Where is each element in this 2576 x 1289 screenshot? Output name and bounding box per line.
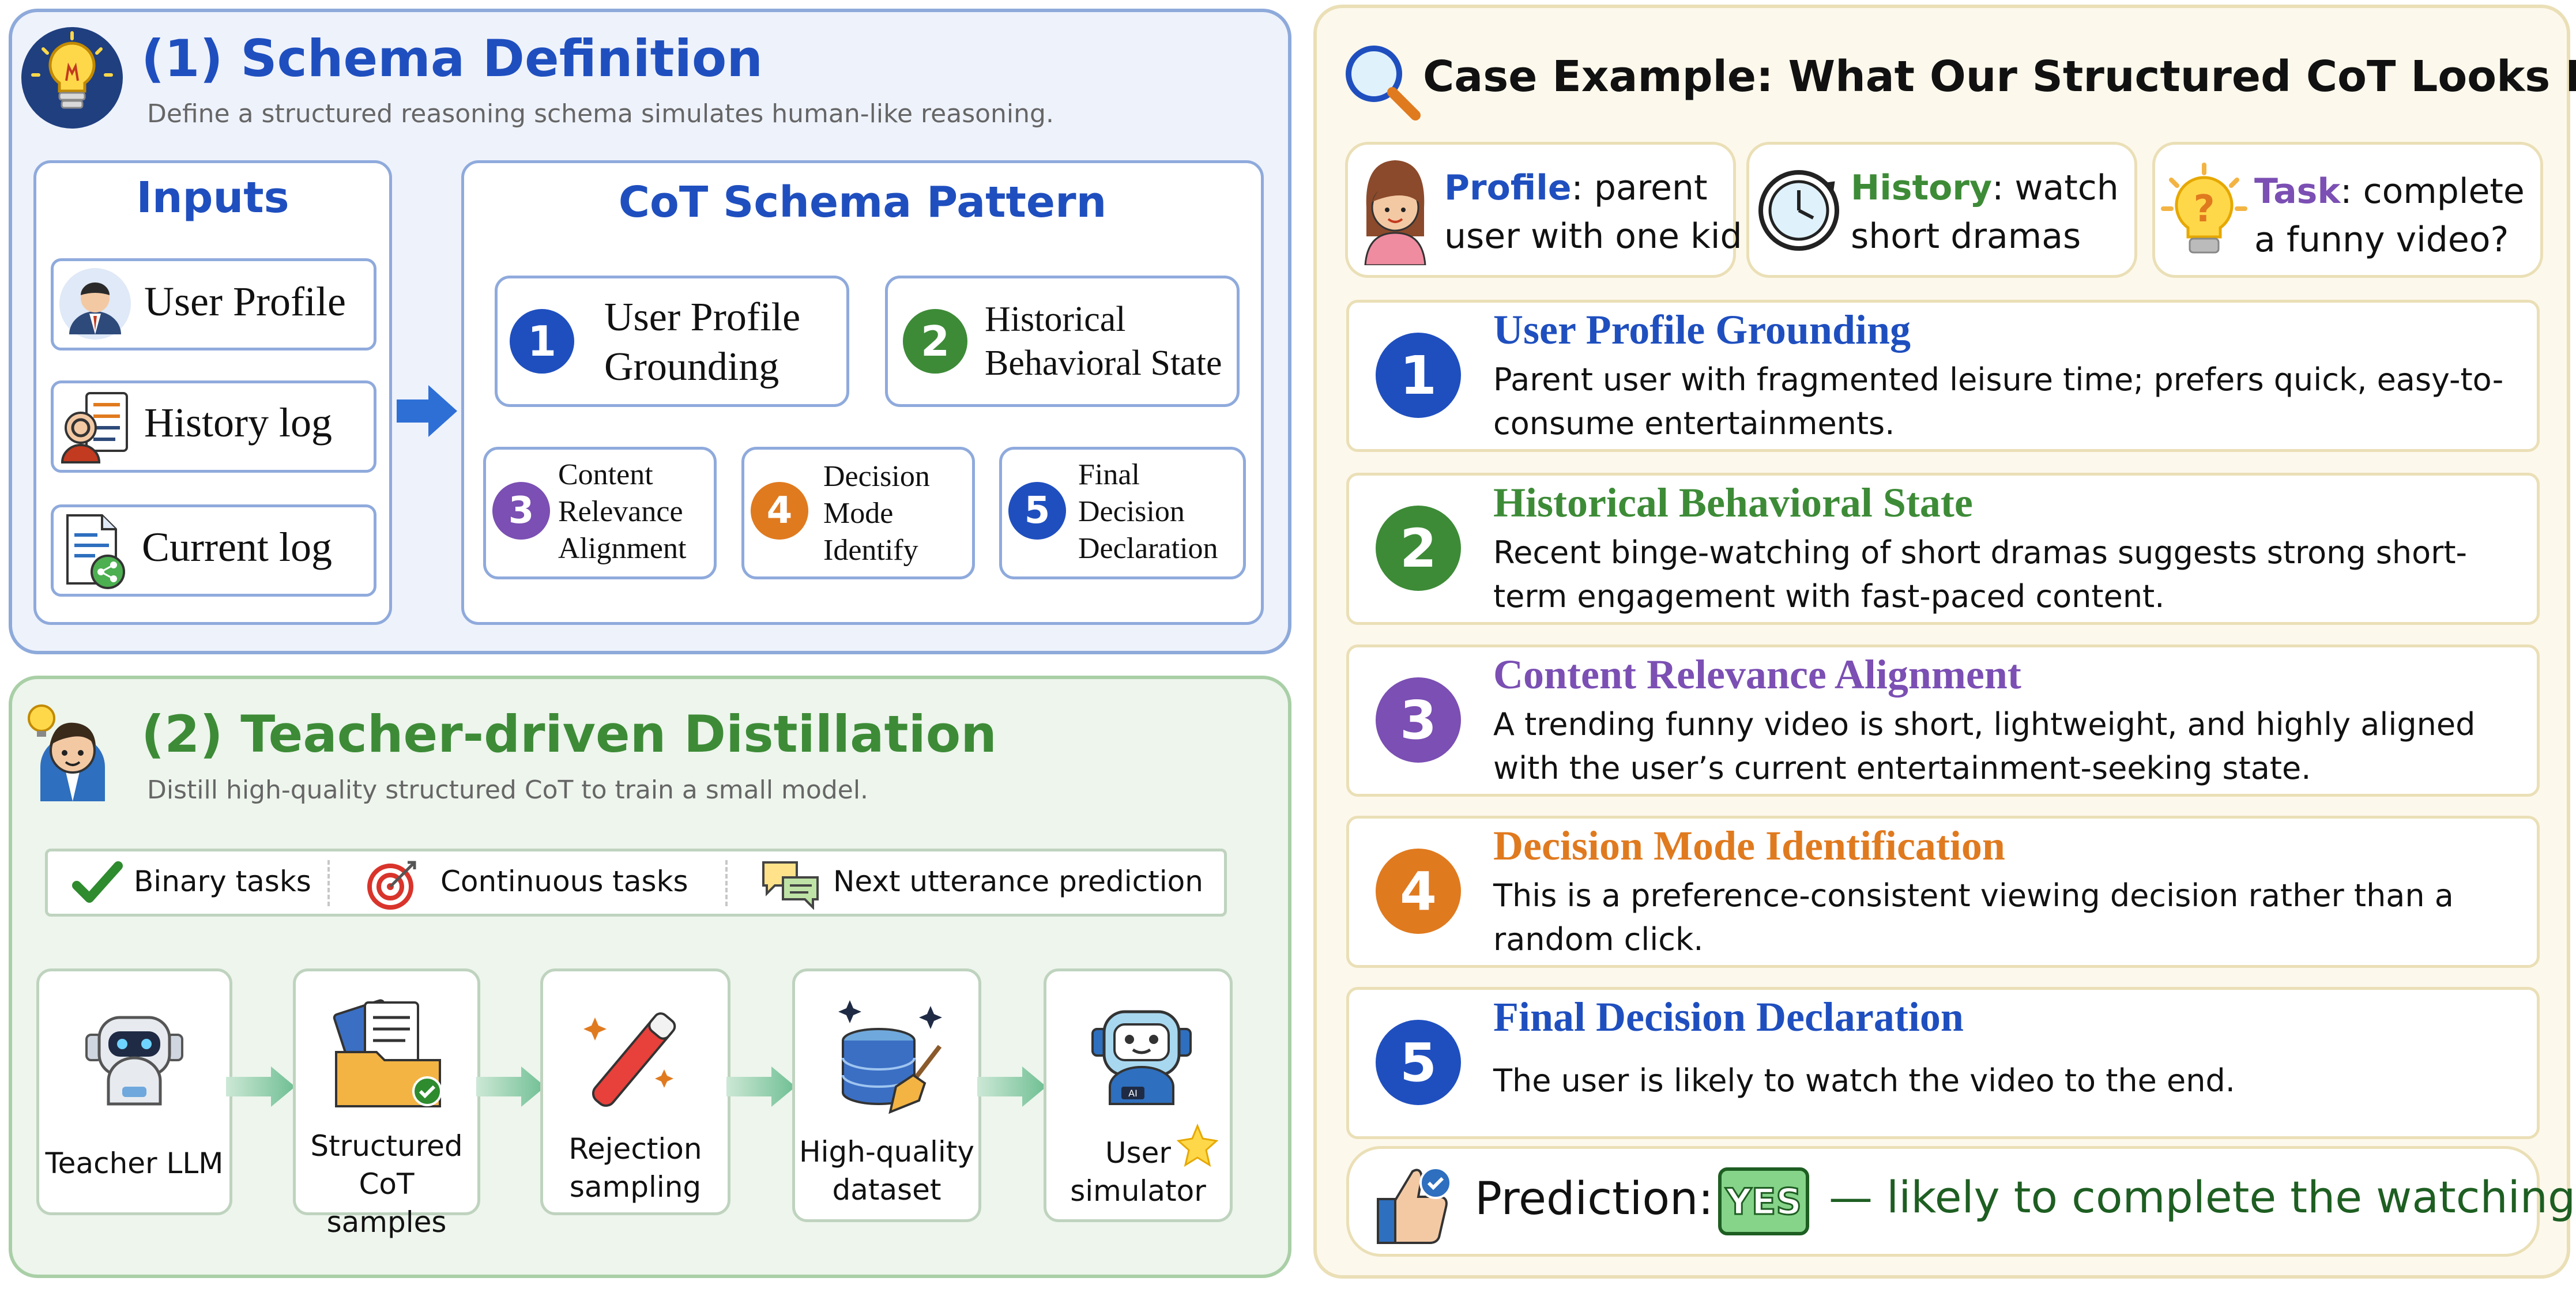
case-step-1-title: User Profile Grounding [1493,307,1911,353]
prediction-label: Prediction: [1475,1173,1713,1225]
prediction-text: — likely to complete the watching. [1829,1171,2576,1223]
input-user-profile-label: User Profile [144,278,346,325]
schema-step-3-number: 3 [489,478,553,543]
target-icon [367,861,416,910]
user-avatar-icon [59,268,131,340]
input-history-log-label: History log [144,399,333,446]
ai-robot-icon: AI [1091,1010,1192,1105]
clock-icon [1758,170,1839,251]
question-bulb-icon: ? [2161,163,2247,254]
pipeline-teacher-llm: Teacher LLM [36,968,232,1215]
pipeline-arrow-1 [226,1066,295,1107]
tasks-divider-2 [725,860,728,906]
prediction-yes-text: YES [1725,1179,1803,1223]
case-profile-key: Profile [1444,168,1572,208]
pipeline-arrow-4 [977,1066,1046,1107]
document-share-icon [66,514,125,589]
arrow-right-icon [397,385,457,437]
cot-pattern-title: CoT Schema Pattern [618,178,1107,227]
task-next-utterance: Next utterance prediction [833,865,1203,898]
teacher-icon [28,704,105,801]
case-step-5: 5 Final Decision Declaration The user is… [1346,987,2540,1139]
case-step-3: 3 Content Relevance Alignment A trending… [1346,644,2540,797]
sparkle-star-icon [1176,1124,1219,1167]
schema-step-5-number: 5 [1005,478,1069,543]
schema-step-1-number: 1 [506,306,578,377]
case-task-text: Task: complete a funny video? [2254,171,2525,260]
inputs-title: Inputs [136,173,289,223]
schema-step-4-number: 4 [747,478,812,543]
lightbulb-icon [21,27,123,129]
tasks-bar [45,849,1227,917]
case-step-4-title: Decision Mode Identification [1493,823,2005,869]
magnifier-icon [1346,46,1421,120]
case-step-2: 2 Historical Behavioral State Recent bin… [1346,473,2540,625]
robot-icon [85,1016,183,1106]
case-profile-text: Profile: parent user with one kid [1444,168,1742,257]
pipeline-teacher-llm-label: Teacher LLM [45,1147,224,1180]
girl-avatar-icon [1364,160,1426,265]
task-continuous: Continuous tasks [440,865,688,898]
case-step-3-number: 3 [1372,674,1464,766]
distill-subtitle: Distill high-quality structured CoT to t… [147,775,869,805]
schema-subtitle: Define a structured reasoning schema sim… [147,99,1054,129]
prediction-card [1346,1146,2540,1257]
case-task-key: Task [2254,171,2341,212]
magic-wand-icon [583,1012,676,1107]
prediction-yes-badge: YES [1718,1167,1809,1235]
checkmark-icon [72,861,123,903]
schema-step-2-number: 2 [899,306,971,377]
distill-title: (2) Teacher-driven Distillation [141,704,997,764]
case-step-5-title: Final Decision Declaration [1493,994,1964,1040]
svg-text:AI: AI [1128,1088,1138,1099]
case-history-key: History [1851,168,1993,208]
case-step-5-desc: The user is likely to watch the video to… [1493,1062,2235,1099]
folder-documents-icon [333,999,442,1107]
history-log-icon [61,392,128,463]
pipeline-arrow-3 [726,1066,796,1107]
case-step-2-desc: Recent binge-watching of short dramas su… [1493,534,2468,615]
schema-title: (1) Schema Definition [141,29,763,88]
case-step-3-desc: A trending funny video is short, lightwe… [1493,706,2476,786]
case-step-4-number: 4 [1372,845,1464,937]
case-step-4-desc: This is a preference-consistent viewing … [1493,877,2454,958]
case-step-3-title: Content Relevance Alignment [1493,651,2021,698]
svg-text:?: ? [2193,188,2215,231]
case-step-2-number: 2 [1372,502,1464,594]
thumbs-up-icon [1377,1167,1452,1244]
input-current-log-label: Current log [142,524,332,570]
case-step-4: 4 Decision Mode Identification This is a… [1346,816,2540,968]
case-step-5-number: 5 [1372,1016,1464,1109]
chat-bubbles-icon [762,861,819,910]
case-step-2-title: Historical Behavioral State [1493,480,1973,526]
task-binary: Binary tasks [134,865,311,898]
case-title: Case Example: What Our Structured CoT Lo… [1423,52,2576,101]
tasks-divider-1 [327,860,330,906]
database-sparkle-icon [838,1000,942,1114]
case-history-text: History: watch short dramas [1851,168,2119,257]
case-step-1-number: 1 [1372,329,1464,421]
case-step-1-desc: Parent user with fragmented leisure time… [1493,361,2504,442]
pipeline-arrow-2 [476,1066,545,1107]
case-step-1: 1 User Profile Grounding Parent user wit… [1346,300,2540,452]
